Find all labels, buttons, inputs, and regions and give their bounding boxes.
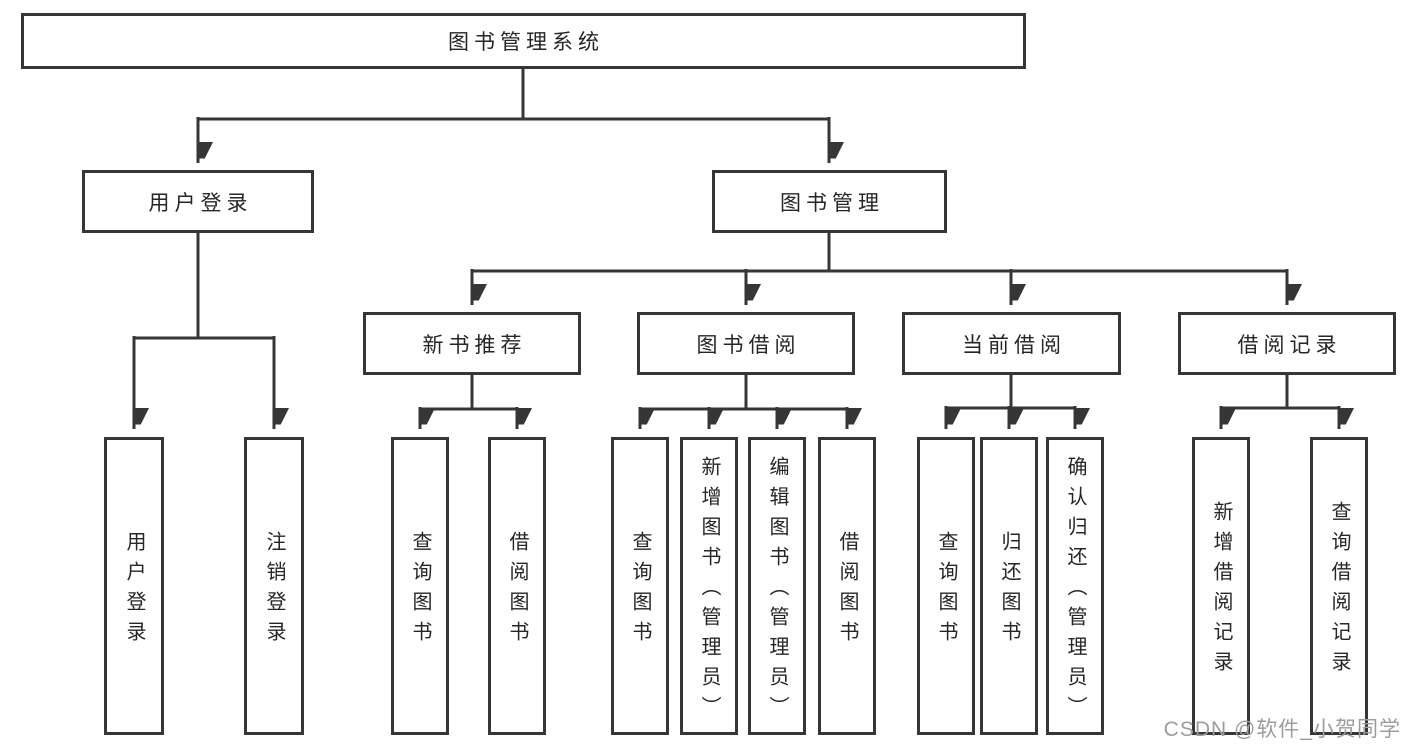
node-label: 查询图书 <box>629 531 651 651</box>
connector-book-borrow-branch <box>638 375 849 429</box>
node-label: 新增借阅记录 <box>1210 501 1232 681</box>
connector-borrow-records-branch <box>1219 375 1341 429</box>
node-label: 注销登录 <box>263 531 285 651</box>
node-user-login: 用户登录 <box>82 170 314 233</box>
node-label: 借阅图书 <box>836 531 858 651</box>
node-label: 借阅图书 <box>506 531 528 651</box>
node-label: 图书管理 <box>780 191 884 215</box>
node-label: 查询图书 <box>935 531 957 651</box>
node-library-management-system: 图书管理系统 <box>21 13 1026 69</box>
connector-book-management-branch <box>470 233 1289 305</box>
node-label: 新增图书（管理员） <box>698 456 720 726</box>
node-label: 查询图书 <box>409 531 431 651</box>
node-label: 借阅记录 <box>1237 333 1342 357</box>
node-label: 新书推荐 <box>422 333 527 357</box>
node-book-borrowing: 图书借阅 <box>637 312 855 375</box>
leaf-logout: 注销登录 <box>244 437 304 735</box>
node-label: 图书借阅 <box>696 333 801 357</box>
leaf-user-login: 用户登录 <box>104 437 164 735</box>
connector-root-to-level1 <box>196 69 831 163</box>
leaf-query-books-recommend: 查询图书 <box>391 437 449 735</box>
node-label: 编辑图书（管理员） <box>766 456 788 726</box>
leaf-query-books-borrowing: 查询图书 <box>611 437 669 735</box>
node-label: 确认归还（管理员） <box>1064 456 1086 726</box>
leaf-return-books: 归还图书 <box>980 437 1038 735</box>
node-label: 查询借阅记录 <box>1328 501 1350 681</box>
connector-current-borrow-branch <box>944 375 1077 429</box>
leaf-add-books-admin: 新增图书（管理员） <box>680 437 738 735</box>
node-label: 当前借阅 <box>962 333 1066 357</box>
leaf-add-borrowing-record: 新增借阅记录 <box>1192 437 1250 735</box>
leaf-query-books-current: 查询图书 <box>917 437 975 735</box>
node-label: 归还图书 <box>998 531 1020 651</box>
connector-user-login-branch <box>132 233 276 429</box>
leaf-borrow-books-recommend: 借阅图书 <box>488 437 546 735</box>
connector-new-book-branch <box>418 375 519 429</box>
node-new-book-recommendation: 新书推荐 <box>363 312 581 375</box>
leaf-query-borrowing-record: 查询借阅记录 <box>1310 437 1368 735</box>
node-borrowing-records: 借阅记录 <box>1178 312 1396 375</box>
csdn-watermark: CSDN @软件_小贺同学 <box>1163 718 1401 741</box>
node-label: 图书管理系统 <box>448 31 604 54</box>
leaf-edit-books-admin: 编辑图书（管理员） <box>748 437 806 735</box>
node-label: 用户登录 <box>148 191 253 215</box>
node-label: 用户登录 <box>123 531 145 651</box>
leaf-borrow-books: 借阅图书 <box>818 437 876 735</box>
node-book-management: 图书管理 <box>712 170 947 233</box>
leaf-confirm-return-admin: 确认归还（管理员） <box>1046 437 1104 735</box>
node-current-borrowing: 当前借阅 <box>902 312 1121 375</box>
